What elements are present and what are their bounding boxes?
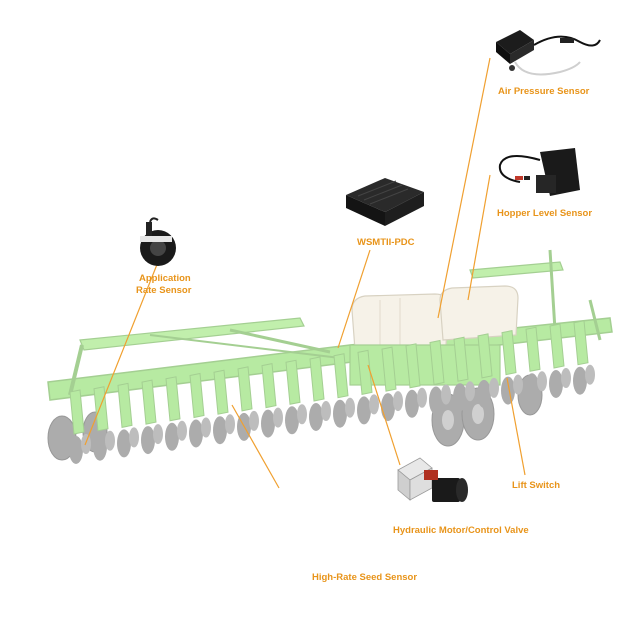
- leader-lift-switch: [506, 377, 526, 476]
- row-unit: [237, 366, 259, 441]
- label-lift-switch: Lift Switch: [512, 480, 560, 491]
- row-unit: [333, 353, 355, 428]
- row-unit: [285, 359, 307, 435]
- row-unit: [309, 356, 331, 431]
- leader-application-rate: [84, 261, 159, 446]
- row-unit: [165, 376, 187, 451]
- row-unit: [117, 382, 139, 458]
- row-unit: [573, 320, 595, 395]
- row-unit: [189, 372, 211, 448]
- row-unit: [525, 326, 547, 402]
- label-application-rate-line2: Rate Sensor: [136, 285, 192, 296]
- leader-lines: [84, 57, 526, 489]
- planter-illustration: [47, 249, 613, 464]
- hopper-level-sensor-image: [498, 148, 580, 196]
- left-wing-arm: [79, 317, 305, 351]
- right-wing-arm: [469, 261, 564, 279]
- seed-hopper-right: [439, 285, 519, 341]
- row-unit: [477, 333, 499, 408]
- label-hydraulic-motor-control-valve: Hydraulic Motor/Control Valve: [393, 525, 529, 536]
- row-unit: [453, 336, 475, 412]
- row-unit: [405, 343, 427, 418]
- row-unit: [213, 369, 235, 445]
- leader-hopper-level: [467, 174, 491, 301]
- label-high-rate-seed-sensor: High-Rate Seed Sensor: [312, 572, 417, 583]
- air-pressure-sensor-image: [496, 30, 601, 76]
- leader-seed-sensor: [231, 404, 280, 489]
- leader-air-pressure: [437, 57, 491, 319]
- row-unit: [501, 330, 523, 405]
- leader-wsmtii: [337, 249, 371, 349]
- leader-hydraulic: [367, 364, 401, 466]
- center-frame: [349, 344, 501, 386]
- row-unit: [261, 363, 283, 438]
- row-unit: [357, 349, 379, 425]
- row-unit: [381, 346, 403, 422]
- wsmtii-pdc-image: [346, 178, 424, 226]
- label-application-rate-line1: Application: [139, 273, 191, 284]
- hydraulic-valve-image: [397, 457, 468, 502]
- label-wsmtii-pdc: WSMTII-PDC: [357, 237, 415, 248]
- label-air-pressure-sensor: Air Pressure Sensor: [498, 86, 590, 97]
- application-rate-sensor-image: [140, 217, 176, 266]
- label-hopper-level-sensor: Hopper Level Sensor: [497, 208, 592, 219]
- row-units: [69, 320, 595, 464]
- row-unit: [549, 323, 571, 398]
- row-unit: [429, 339, 451, 415]
- row-unit: [141, 379, 163, 455]
